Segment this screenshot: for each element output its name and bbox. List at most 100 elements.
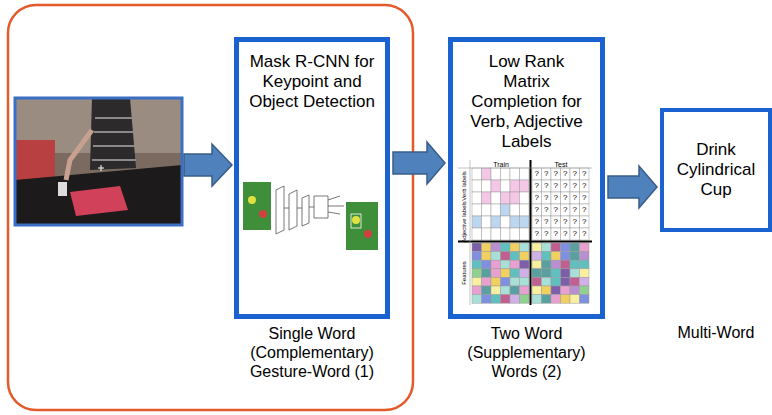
feature-cell [570, 243, 580, 252]
matrix-cell [580, 228, 590, 240]
missing-value-mark: ? [535, 218, 539, 226]
missing-value-mark: ? [535, 182, 539, 190]
feature-cell [510, 277, 520, 286]
feature-cell [520, 269, 530, 278]
feature-cell [520, 295, 530, 304]
matrix-cell [482, 192, 492, 204]
matrix-cell [580, 216, 590, 228]
feature-cell [520, 243, 530, 252]
feature-cell [501, 252, 511, 261]
process-box: Drink Cylindrical CupMulti-Word [660, 108, 772, 232]
feature-cell [532, 260, 542, 269]
missing-value-mark: ? [563, 182, 567, 190]
missing-value-mark: ? [582, 170, 586, 178]
feature-cell [501, 277, 511, 286]
feature-cell [510, 252, 520, 261]
missing-value-mark: ? [582, 182, 586, 190]
missing-value-mark: ? [554, 194, 558, 202]
missing-value-mark: ? [535, 206, 539, 214]
feature-cell [510, 243, 520, 252]
matrix-cell [532, 204, 542, 216]
player [248, 196, 256, 204]
missing-value-mark: ? [544, 194, 548, 202]
feature-cell [482, 277, 492, 286]
feature-cell [491, 252, 501, 261]
feature-cell [501, 260, 511, 269]
matrix-cell [551, 204, 561, 216]
missing-value-mark: ? [573, 170, 577, 178]
matrix-cell [570, 204, 580, 216]
missing-value-mark: ? [573, 230, 577, 238]
missing-value-mark: ? [554, 230, 558, 238]
feature-cell [482, 260, 492, 269]
feature-cell [542, 295, 552, 304]
box-title: Low Rank Matrix Completion for Verb, Adj… [468, 42, 586, 152]
matrix-cell [561, 192, 571, 204]
matrix-cell [570, 216, 580, 228]
matrix-cell [510, 168, 520, 180]
row-group-label: Adjective labels [461, 201, 467, 243]
feature-cell [472, 295, 482, 304]
input-image [243, 182, 271, 230]
feature-cell [532, 295, 542, 304]
feature-cell [580, 277, 590, 286]
matrix-cell [510, 192, 520, 204]
feature-cell [520, 286, 530, 295]
feature-cell [542, 286, 552, 295]
feature-cell [491, 277, 501, 286]
matrix-cell [561, 180, 571, 192]
matrix-cell [510, 180, 520, 192]
matrix-cell [520, 204, 530, 216]
feature-cell [501, 269, 511, 278]
matrix-cell [501, 192, 511, 204]
matrix-cell [561, 168, 571, 180]
matrix-cell [580, 180, 590, 192]
matrix-figure [458, 160, 592, 305]
feature-cell [472, 260, 482, 269]
matrix-cell [510, 216, 520, 228]
feature-cell [561, 295, 571, 304]
matrix-cell [501, 204, 511, 216]
matrix-cell [472, 228, 482, 240]
feature-cell [551, 269, 561, 278]
matrix-cell [580, 168, 590, 180]
matrix-cell [551, 180, 561, 192]
process-box: Low Rank Matrix Completion for Verb, Adj… [448, 37, 605, 319]
matrix-cell [551, 216, 561, 228]
scene-photo [15, 98, 182, 225]
feature-cell [472, 269, 482, 278]
feature-cell [542, 243, 552, 252]
matrix-cell [472, 204, 482, 216]
output-image [346, 202, 378, 250]
feature-cell [570, 286, 580, 295]
feature-cell [580, 252, 590, 261]
missing-value-mark: ? [573, 182, 577, 190]
matrix-cell [491, 216, 501, 228]
missing-value-mark: ? [563, 218, 567, 226]
feature-cell [551, 277, 561, 286]
feature-cell [551, 286, 561, 295]
feature-cell [551, 243, 561, 252]
missing-value-mark: ? [582, 230, 586, 238]
matrix-cell [570, 168, 580, 180]
feature-cell [580, 243, 590, 252]
stage-caption: Single Word (Complementary) Gesture-Word… [234, 325, 390, 382]
photo-sofa [15, 140, 55, 180]
matrix-cell [520, 216, 530, 228]
block-arrow [608, 166, 657, 208]
photo-table [15, 165, 182, 225]
grid-line [470, 160, 471, 305]
matrix-cell [542, 168, 552, 180]
feature-cell [482, 269, 492, 278]
matrix-cell [542, 204, 552, 216]
matrix-cell [482, 216, 492, 228]
photo-marker [98, 165, 104, 171]
missing-value-mark: ? [582, 206, 586, 214]
row-group-label: Verb labels [461, 171, 467, 201]
box-title: Mask R-CNN for Keypoint and Object Detec… [247, 42, 377, 112]
missing-value-mark: ? [573, 206, 577, 214]
matrix-cell [580, 204, 590, 216]
feature-cell [532, 269, 542, 278]
matrix-cell [491, 192, 501, 204]
